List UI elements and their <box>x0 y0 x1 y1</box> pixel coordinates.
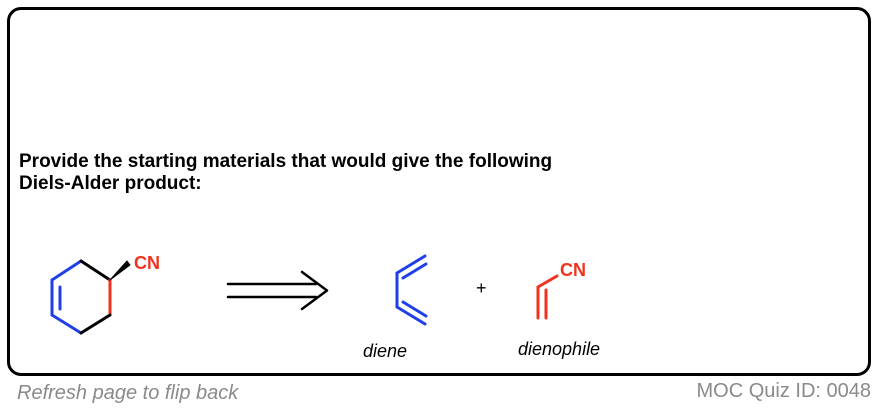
dienophile-label: dienophile <box>518 339 600 359</box>
flip-back-hint[interactable]: Refresh page to flip back <box>17 382 239 404</box>
question-line-1: Provide the starting materials that woul… <box>19 151 553 172</box>
product-wedge-bond <box>109 260 131 281</box>
product-bond-blue-1 <box>50 259 83 282</box>
plus-sign: + <box>476 278 487 298</box>
product-molecule: CN <box>50 253 160 335</box>
diene-label: diene <box>363 341 407 361</box>
product-bond-blue-3 <box>50 313 83 335</box>
question-text: Provide the starting materials that woul… <box>19 151 719 195</box>
dienophile-cn-label: CN <box>560 260 586 280</box>
retrosynthesis-arrow <box>226 270 329 311</box>
diene-molecule <box>395 254 428 326</box>
question-line-2: Diels-Alder product: <box>19 173 202 194</box>
product-cn-label: CN <box>134 253 160 273</box>
product-bond-black-2 <box>79 313 112 335</box>
quiz-id: MOC Quiz ID: 0048 <box>696 380 871 402</box>
dienophile-molecule <box>536 274 559 320</box>
product-bond-black-1 <box>79 259 112 282</box>
flashcard <box>7 7 871 376</box>
